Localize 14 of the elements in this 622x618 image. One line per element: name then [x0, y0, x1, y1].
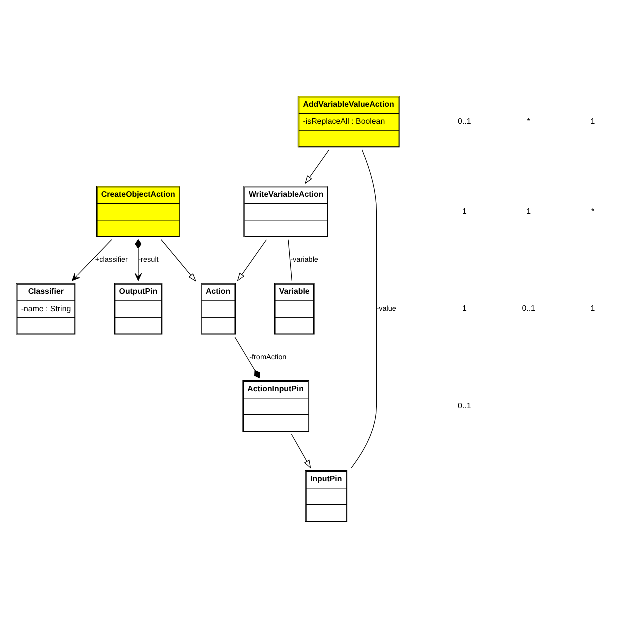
edge-label: -variable	[290, 255, 318, 264]
arrow	[72, 240, 112, 282]
arrow	[304, 150, 330, 184]
edge-label: -value	[376, 304, 396, 313]
connector	[351, 150, 377, 468]
connector	[234, 336, 260, 379]
arrow	[291, 434, 312, 469]
edge-label: +classifier	[95, 255, 128, 264]
edge-label: -result	[138, 255, 159, 264]
arrow	[161, 240, 197, 282]
connector	[288, 240, 292, 282]
edge-label: -fromAction	[250, 352, 287, 362]
arrow	[134, 239, 142, 282]
arrow	[237, 240, 268, 282]
